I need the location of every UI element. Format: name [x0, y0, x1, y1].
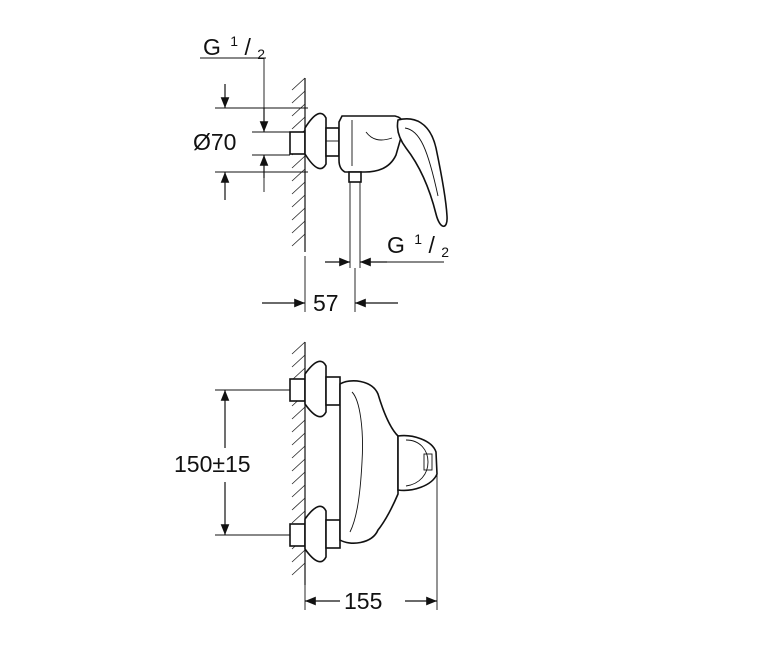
dimension-spacing: 150±15	[174, 389, 290, 536]
thread-top-base: G	[203, 34, 221, 60]
dimension-depth-front: 155	[304, 474, 438, 614]
thread-outlet-numerator: 1	[414, 231, 422, 247]
svg-text:G 1 /: G 1 / 2	[203, 25, 265, 62]
connector-side	[289, 112, 340, 170]
connector-lower	[289, 505, 341, 563]
mixer-body-side	[338, 115, 448, 268]
side-view: G 1 / 2 Ø70 G 1 / 2	[193, 25, 449, 316]
thread-top-numerator: 1	[230, 33, 238, 49]
svg-text:G 1 /: G 1 / 2	[387, 223, 449, 260]
dimension-depth-side: 57	[262, 256, 398, 316]
connector-upper	[289, 360, 341, 418]
wall-side	[291, 77, 306, 252]
spacing-label: 150±15	[174, 451, 251, 477]
thread-outlet-denominator: 2	[441, 244, 449, 260]
thread-top-denominator: 2	[257, 46, 265, 62]
dimension-thread-top: G 1 / 2	[200, 25, 290, 192]
dimension-diameter: Ø70	[193, 84, 308, 200]
dimension-thread-outlet: G 1 / 2	[325, 223, 449, 267]
diameter-label: Ø70	[193, 129, 236, 155]
depth-side-label: 57	[313, 290, 339, 316]
front-view: 150±15 155	[174, 341, 438, 614]
mixer-body-front	[339, 380, 438, 544]
thread-outlet-base: G	[387, 232, 405, 258]
depth-front-label: 155	[344, 588, 382, 614]
